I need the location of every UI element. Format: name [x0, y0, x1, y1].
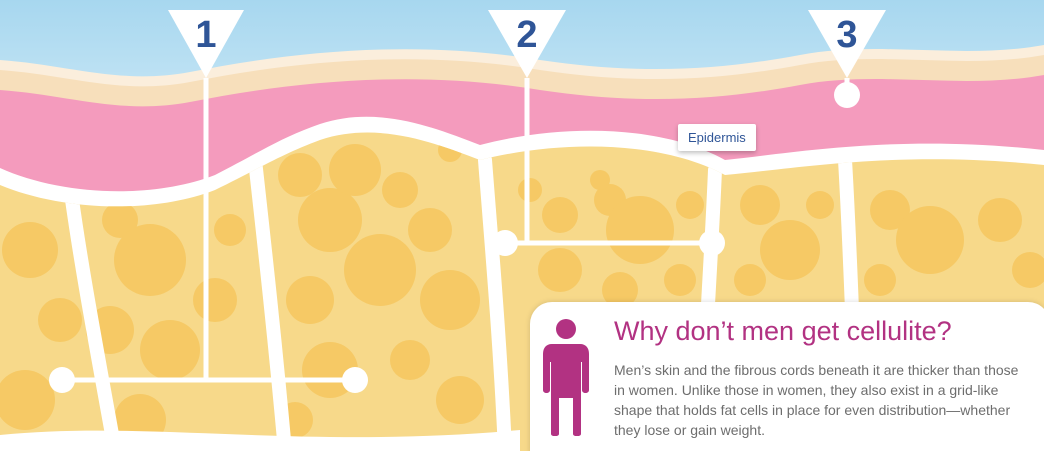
panel-body: Men’s skin and the fibrous cords beneath… [614, 360, 1024, 440]
marker-number-2: 2 [497, 16, 557, 54]
marker-number-3: 3 [817, 16, 877, 54]
male-figure-icon [542, 318, 590, 436]
marker-number-1: 1 [176, 16, 236, 54]
info-panel: Why don’t men get cellulite? Men’s skin … [530, 302, 1044, 451]
panel-title: Why don’t men get cellulite? [614, 316, 952, 347]
epidermis-label: Epidermis [678, 124, 756, 151]
